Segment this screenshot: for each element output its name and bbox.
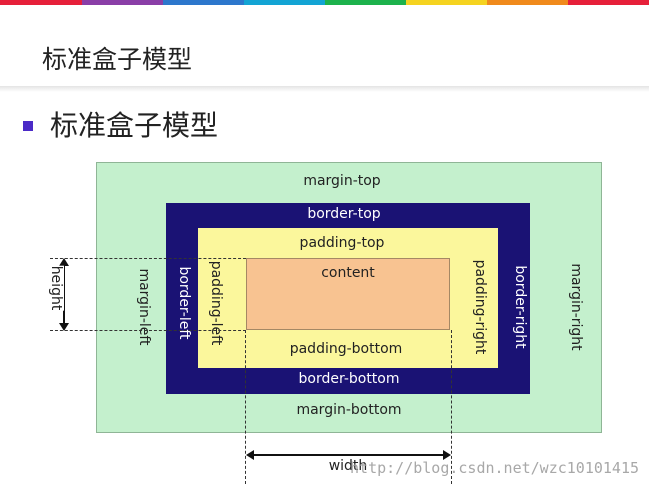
stripe xyxy=(0,0,82,5)
margin-bottom-label: margin-bottom xyxy=(296,402,402,418)
border-right-label: border-right xyxy=(512,265,528,349)
width-label: width xyxy=(328,458,368,474)
width-arrow-left-icon xyxy=(246,450,254,460)
bullet-text: 标准盒子模型 xyxy=(50,109,219,142)
height-label: height xyxy=(48,265,64,311)
header-divider xyxy=(0,86,649,92)
stripe xyxy=(82,0,163,5)
padding-bottom-label: padding-bottom xyxy=(289,341,403,357)
width-guide-right xyxy=(451,330,452,484)
content-area xyxy=(246,258,450,330)
padding-top-label: padding-top xyxy=(299,235,385,251)
border-left-label: border-left xyxy=(176,266,192,340)
content-label: content xyxy=(321,265,375,281)
width-arrow-right-icon xyxy=(443,450,451,460)
slide-title: 标准盒子模型 xyxy=(42,45,193,74)
height-arrow-line xyxy=(63,260,65,329)
margin-left-label: margin-left xyxy=(136,268,152,346)
stripe xyxy=(568,0,649,5)
width-guide-left xyxy=(245,330,246,484)
height-arrow-up-icon xyxy=(59,258,69,266)
stripe xyxy=(487,0,568,5)
width-arrow-line xyxy=(248,454,449,456)
padding-left-label: padding-left xyxy=(208,260,224,346)
stripe xyxy=(325,0,406,5)
margin-top-label: margin-top xyxy=(303,173,381,189)
stripe xyxy=(163,0,244,5)
stripe xyxy=(244,0,325,5)
watermark: http://blog.csdn.net/wzc10101415 xyxy=(350,459,639,477)
height-guide-bottom xyxy=(50,330,246,331)
stripe xyxy=(406,0,487,5)
height-guide-top xyxy=(50,258,246,259)
margin-right-label: margin-right xyxy=(568,263,584,351)
height-arrow-down-icon xyxy=(59,323,69,331)
bullet-square-icon xyxy=(23,121,33,131)
border-top-label: border-top xyxy=(307,206,381,222)
padding-right-label: padding-right xyxy=(472,259,488,355)
border-bottom-label: border-bottom xyxy=(298,371,400,387)
